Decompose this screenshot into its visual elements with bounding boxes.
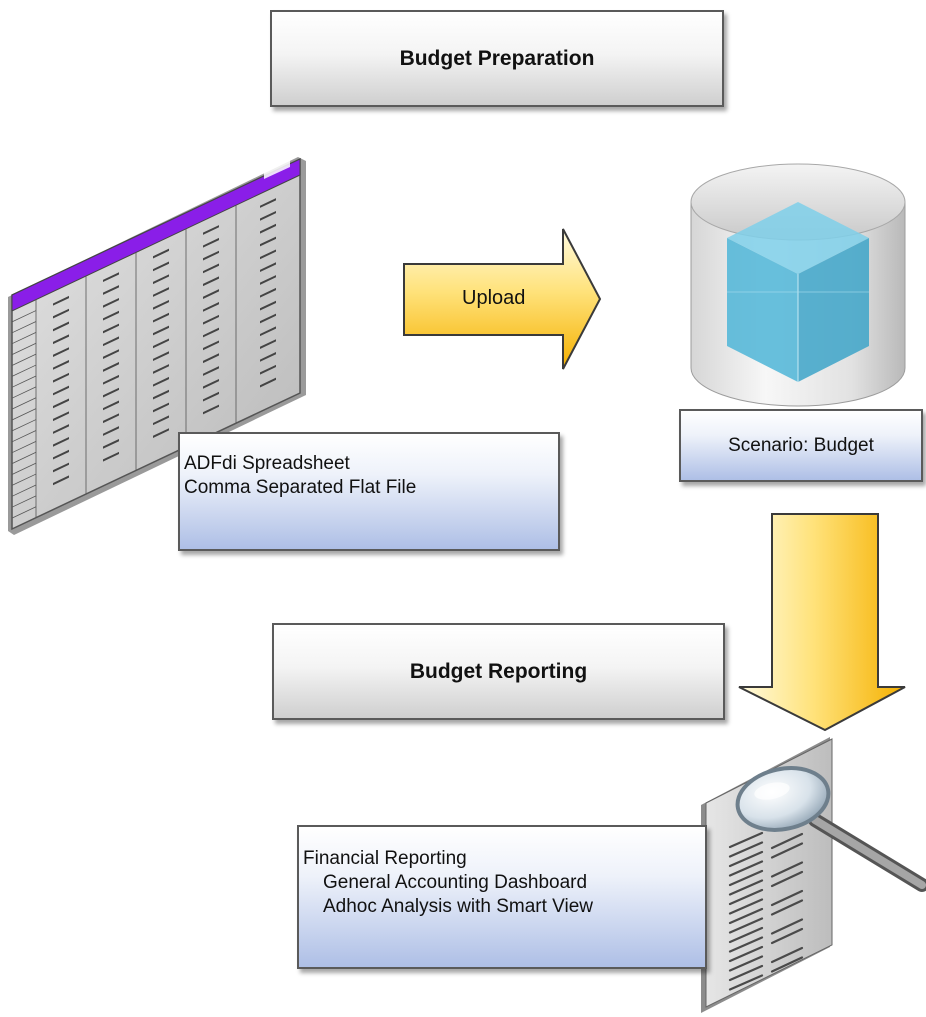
reporting-tools-box: Financial Reporting General Accounting D… (297, 825, 707, 969)
budget-reporting-header: Budget Reporting (272, 623, 725, 720)
source-files-box: ADFdi Spreadsheet Comma Separated Flat F… (178, 432, 560, 551)
financial-reporting-title: Financial Reporting (303, 848, 467, 869)
source-line-adfdi: ADFdi Spreadsheet (184, 453, 350, 474)
reporting-item-dashboard: General Accounting Dashboard (323, 872, 588, 893)
database-cube-icon (690, 163, 906, 407)
source-line-flat-file: Comma Separated Flat File (184, 477, 417, 498)
reporting-item-smart-view: Adhoc Analysis with Smart View (323, 896, 593, 917)
report-magnifier-icon (701, 737, 926, 1013)
upload-label: Upload (462, 287, 526, 309)
spreadsheet-icon (8, 157, 306, 535)
scenario-budget-box: Scenario: Budget (679, 409, 923, 482)
scenario-budget-label: Scenario: Budget (728, 434, 874, 456)
budget-preparation-header: Budget Preparation (270, 10, 724, 107)
budget-reporting-label: Budget Reporting (409, 659, 588, 683)
upload-arrow-icon (403, 228, 602, 370)
budget-preparation-label: Budget Preparation (399, 46, 595, 70)
down-arrow-icon (738, 513, 906, 732)
